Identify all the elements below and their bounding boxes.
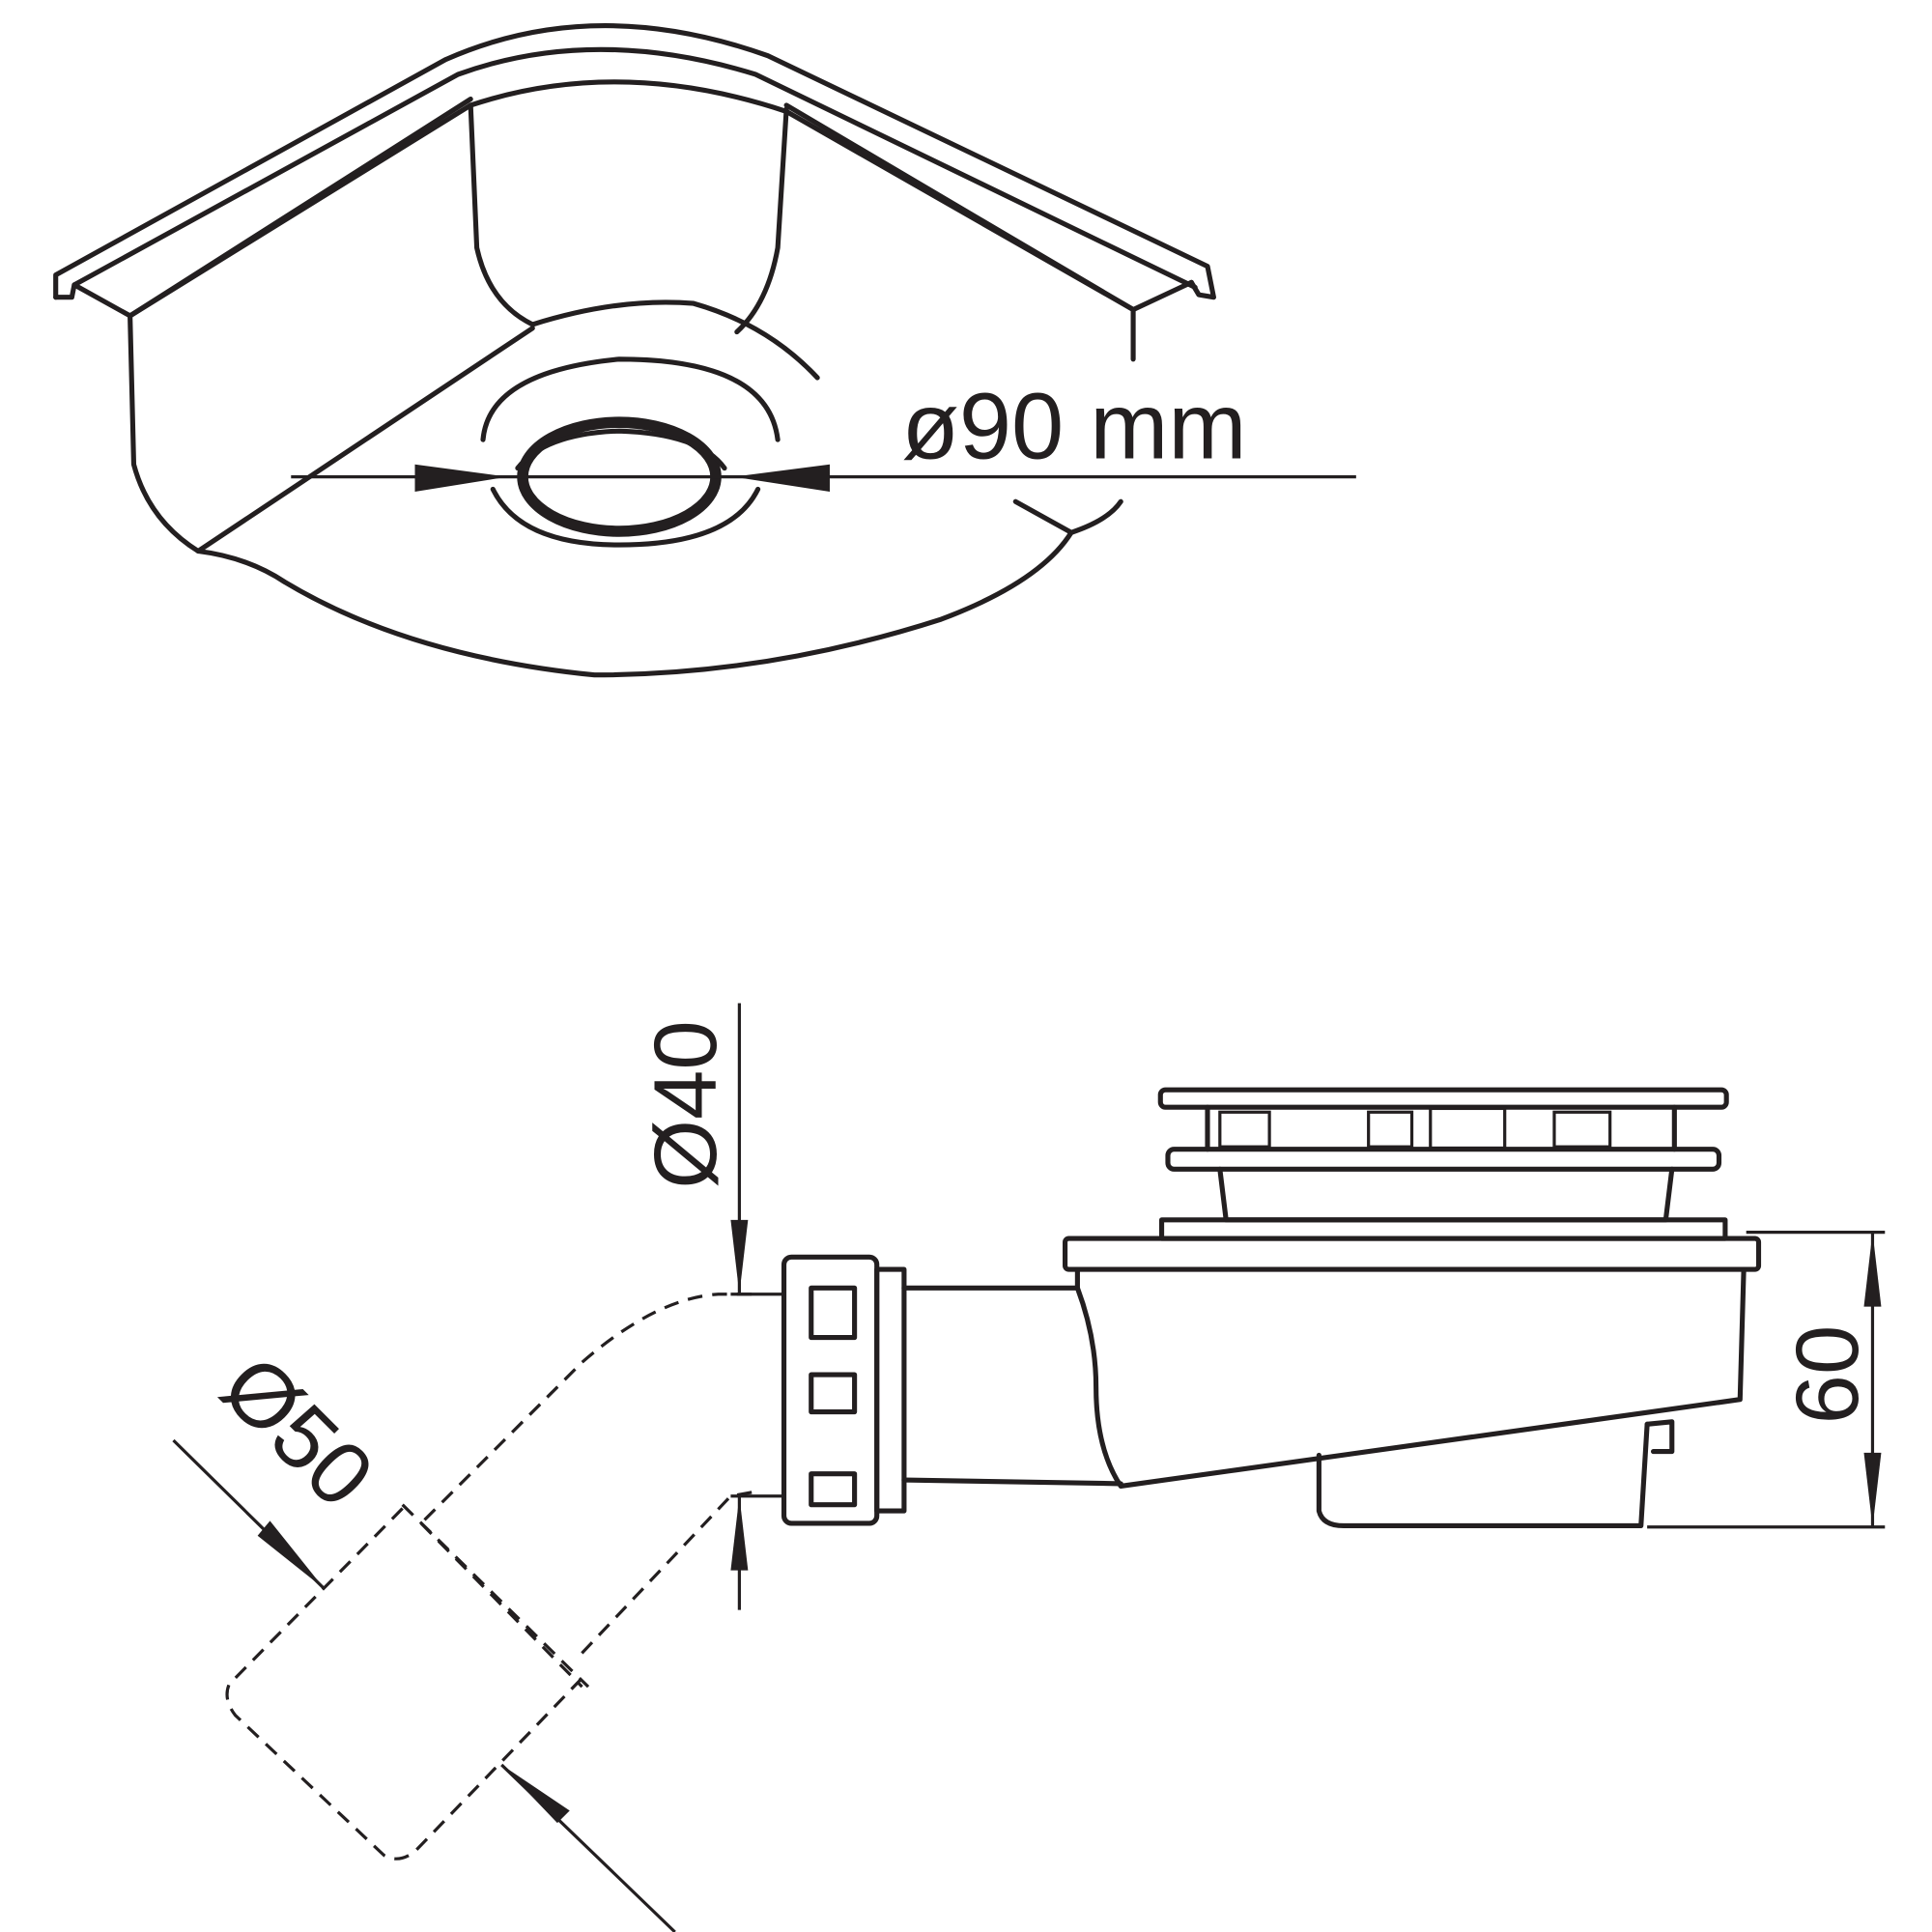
- nut-ribs: [809, 1285, 858, 1508]
- grate-legs: [1205, 1104, 1677, 1152]
- siphon-drawing: [781, 1087, 1762, 1529]
- arrow-icon: [501, 1764, 570, 1824]
- arrow-down-icon: [730, 1219, 749, 1294]
- tray-wall: [128, 313, 1074, 678]
- elbow-inner-lines: [401, 1503, 590, 1689]
- arrow-down-icon: [1863, 1452, 1882, 1527]
- funnel-floor: [529, 299, 820, 381]
- siphon-body: [1074, 1266, 1747, 1490]
- grate-clip: [1429, 1106, 1507, 1151]
- rim-top-inner: [53, 46, 1198, 300]
- dashed-elbow-pipe: [225, 1293, 753, 1861]
- grate-clip: [1552, 1110, 1612, 1149]
- drain-inner-rim: [515, 428, 727, 471]
- union-nut: [781, 1254, 880, 1526]
- siphon-tab: [1644, 1419, 1675, 1455]
- siphon-bowl: [1316, 1421, 1650, 1529]
- floor-edge-left: [195, 326, 535, 554]
- diameter-40-label: Ø40: [635, 1020, 735, 1188]
- union-collar: [874, 1266, 907, 1514]
- grate-flange: [1165, 1147, 1722, 1172]
- clamp-ring: [1159, 1217, 1728, 1241]
- diameter-40-dimension: Ø40: [635, 1003, 784, 1610]
- grate-body: [1217, 1166, 1675, 1223]
- arrow-right-icon: [414, 464, 508, 492]
- elbow-outline: [225, 1507, 583, 1861]
- rim-inner-edge: [128, 97, 1136, 362]
- arrow-up-icon: [1863, 1232, 1882, 1307]
- outlet-pipe: [901, 1285, 1123, 1487]
- tray-flange: [1063, 1236, 1762, 1272]
- grate-clip: [1367, 1110, 1414, 1149]
- rim-lip: [71, 79, 1194, 319]
- drain-outer-ring: [480, 356, 781, 442]
- tray-corner-drawing: [53, 23, 1216, 678]
- funnel-sides: [468, 102, 789, 335]
- arrow-left-icon: [732, 464, 830, 492]
- grate-cover: [1157, 1087, 1729, 1110]
- diameter-90-dimension: ø90 mm: [291, 373, 1356, 492]
- elbow-upper-edge: [419, 1293, 753, 1525]
- arrow-icon: [257, 1520, 325, 1589]
- arrow-up-icon: [730, 1495, 749, 1571]
- grate-clip: [1218, 1110, 1271, 1149]
- elbow-lower-edge: [574, 1491, 753, 1662]
- diameter-90-label: ø90 mm: [901, 373, 1246, 478]
- height-60-dimension: 60: [1647, 1231, 1886, 1529]
- height-60-label: 60: [1776, 1325, 1877, 1425]
- floor-edge-right: [1012, 498, 1123, 535]
- rim-outer: [53, 23, 1216, 300]
- drain-outer-ring-bottom: [490, 486, 761, 548]
